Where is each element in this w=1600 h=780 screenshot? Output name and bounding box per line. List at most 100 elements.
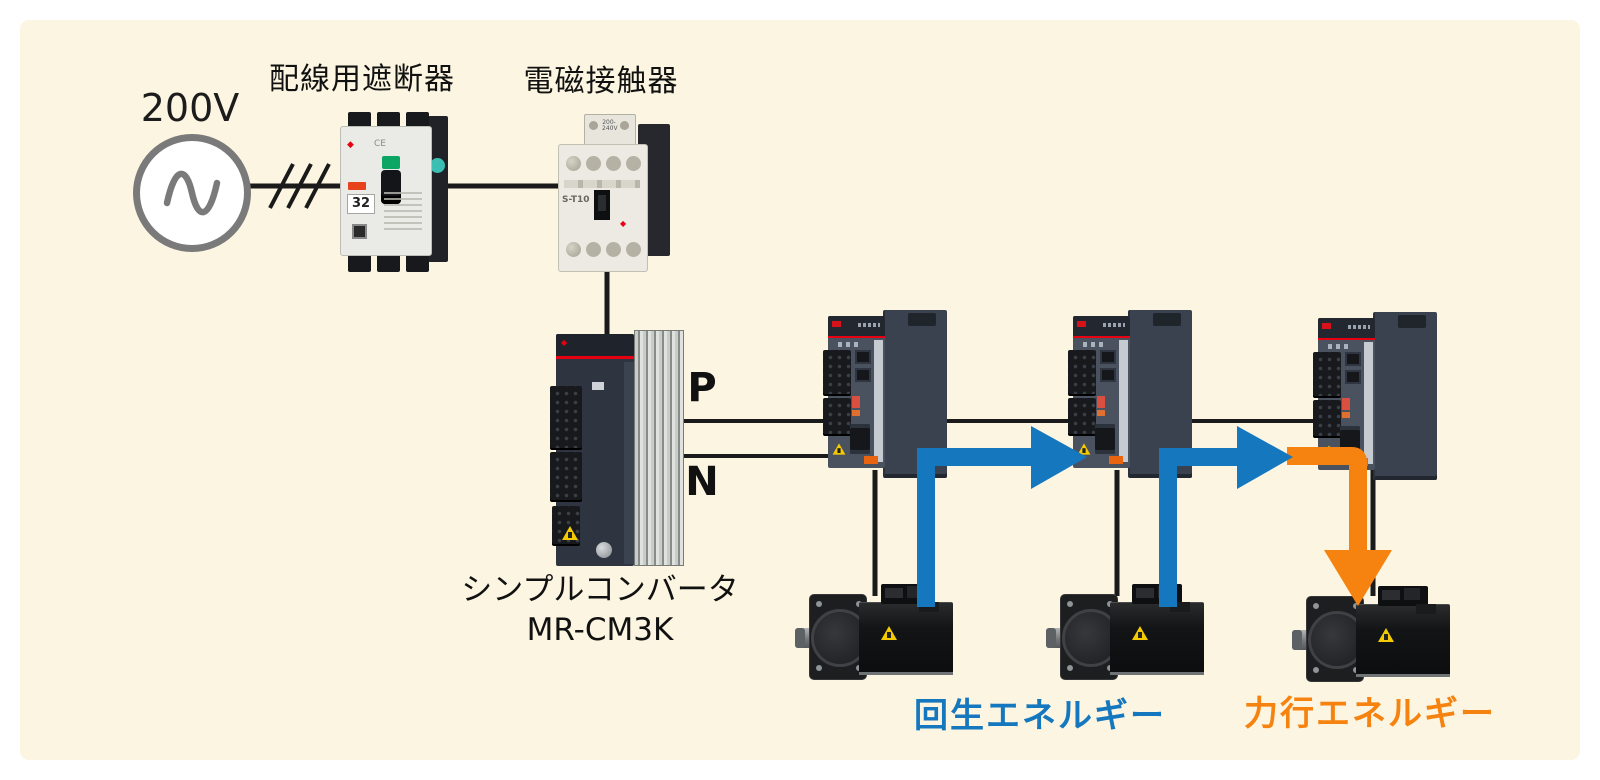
converter-knob [596,542,612,558]
ce-mark: CE [374,139,386,149]
amplifier-top-text [1348,325,1370,329]
amplifier-label-strip [874,340,883,462]
amplifier-led-row [1328,344,1352,349]
motor-flange-bolts [1313,603,1319,609]
amplifier-label-strip [1119,340,1128,462]
sine-wave-icon [163,170,221,216]
amplifier-orange-tag [1342,412,1350,418]
converter-label: シンプルコンバータ MR-CM3K [440,570,760,650]
voltage-label: 200V [140,86,240,130]
circuit-breaker-device: ◆ CE 32 [340,112,448,272]
servo-motor-3 [1292,586,1454,683]
warning-triangle-icon [1077,443,1091,455]
warning-triangle-icon [832,443,846,455]
contactor-coil-block [584,114,636,146]
converter-heatsink-fins [634,330,684,566]
mitsubishi-logo-icon [1322,323,1331,329]
powering-energy-label: 力行エネルギー [1244,694,1496,734]
amplifier-port-2 [855,368,871,382]
motor-connector-detail [1404,588,1420,600]
amplifier-red-accent-line [828,336,885,338]
converter-name: シンプルコンバータ [461,572,739,608]
amplifier-top-band [1073,316,1130,336]
amplifier-top-band [828,316,885,336]
servo-motor-2 [1046,584,1208,681]
amplifier-bottom-connector [1354,458,1368,466]
motor-flange-bolts [816,601,822,607]
breaker-teal-button [430,158,445,173]
amplifier-connector-block-2 [1068,398,1096,434]
amplifier-top-notch [1398,315,1426,328]
amplifier-orange-tag [852,410,860,416]
motor-shaft-end [1046,628,1056,648]
amplifier-bottom-connector [864,456,878,464]
breaker-trip-indicator [348,182,366,190]
amplifier-top-band [1318,318,1375,338]
mitsubishi-logo-icon [1077,321,1086,327]
amplifier-red-tag [1342,398,1350,410]
amplifier-port-1 [855,350,871,364]
motor-shaft-end [795,628,805,648]
motor-connector-detail [1382,590,1400,600]
servo-amplifier-2 [1068,310,1192,478]
breaker-spec-print [384,192,422,234]
amplifier-port-1 [1345,352,1361,366]
contactor-model-label: S-T10 [562,195,590,205]
amplifier-side-panel [883,310,947,478]
amplifier-side-panel [1128,310,1192,478]
magnetic-contactor-device: 200-240V S-T10 ◆ [558,112,670,272]
amplifier-top-notch [908,313,936,326]
warning-triangle-icon [881,626,897,640]
contactor-bottom-screws [566,242,581,257]
mitsubishi-logo-icon: ◆ [620,219,627,228]
amplifier-connector-block-2 [823,398,851,434]
converter-model: MR-CM3K [526,612,674,648]
breaker-qr-code [352,224,367,239]
motor-body-edge [1356,674,1450,677]
amplifier-bottom-connector [1109,456,1123,464]
amplifier-top-text [1103,323,1125,327]
amplifier-red-tag [852,396,860,408]
warning-triangle-icon [1132,626,1148,640]
amplifier-port-2 [1100,368,1116,382]
converter-small-label [592,382,604,390]
converter-terminal-block-2 [550,452,582,500]
amplifier-twin-ports [1095,424,1115,454]
motor-body [859,602,953,675]
amplifier-led-row [838,342,862,347]
simple-converter-device: ◆ [548,328,684,566]
amplifier-twin-ports [1340,426,1360,456]
amplifier-red-tag [1097,396,1105,408]
amplifier-red-accent-line [1073,336,1130,338]
converter-top-band [556,334,634,356]
motor-body-edge [1110,672,1204,675]
warning-triangle-icon [1322,445,1336,457]
amplifier-label-strip [1364,342,1373,464]
motor-body [1110,602,1204,675]
contactor-label: 電磁接触器 [523,64,679,99]
motor-connector-detail [1136,588,1154,598]
motor-connector-small [1416,604,1436,614]
ac-power-source [133,134,251,252]
contactor-switch-tab [598,195,606,211]
motor-body-edge [859,672,953,675]
servo-amplifier-1 [823,310,947,478]
amplifier-top-text [858,323,880,327]
regenerative-energy-label: 回生エネルギー [914,696,1166,736]
mitsubishi-logo-icon [832,321,841,327]
motor-connector-small [919,602,939,612]
p-bus-label: P [687,365,717,411]
amplifier-side-panel [1373,312,1437,480]
breaker-label: 配線用遮断器 [269,62,455,97]
mitsubishi-logo-icon: ◆ [561,338,568,347]
amplifier-port-2 [1345,370,1361,384]
warning-triangle-icon [1378,628,1394,642]
amplifier-top-notch [1153,313,1181,326]
motor-connector-detail [1158,586,1174,598]
amplifier-orange-tag [1097,410,1105,416]
servo-amplifier-3 [1313,312,1437,480]
mitsubishi-logo-icon: ◆ [347,140,354,150]
amplifier-port-1 [1100,350,1116,364]
motor-connector-small [1170,602,1190,612]
